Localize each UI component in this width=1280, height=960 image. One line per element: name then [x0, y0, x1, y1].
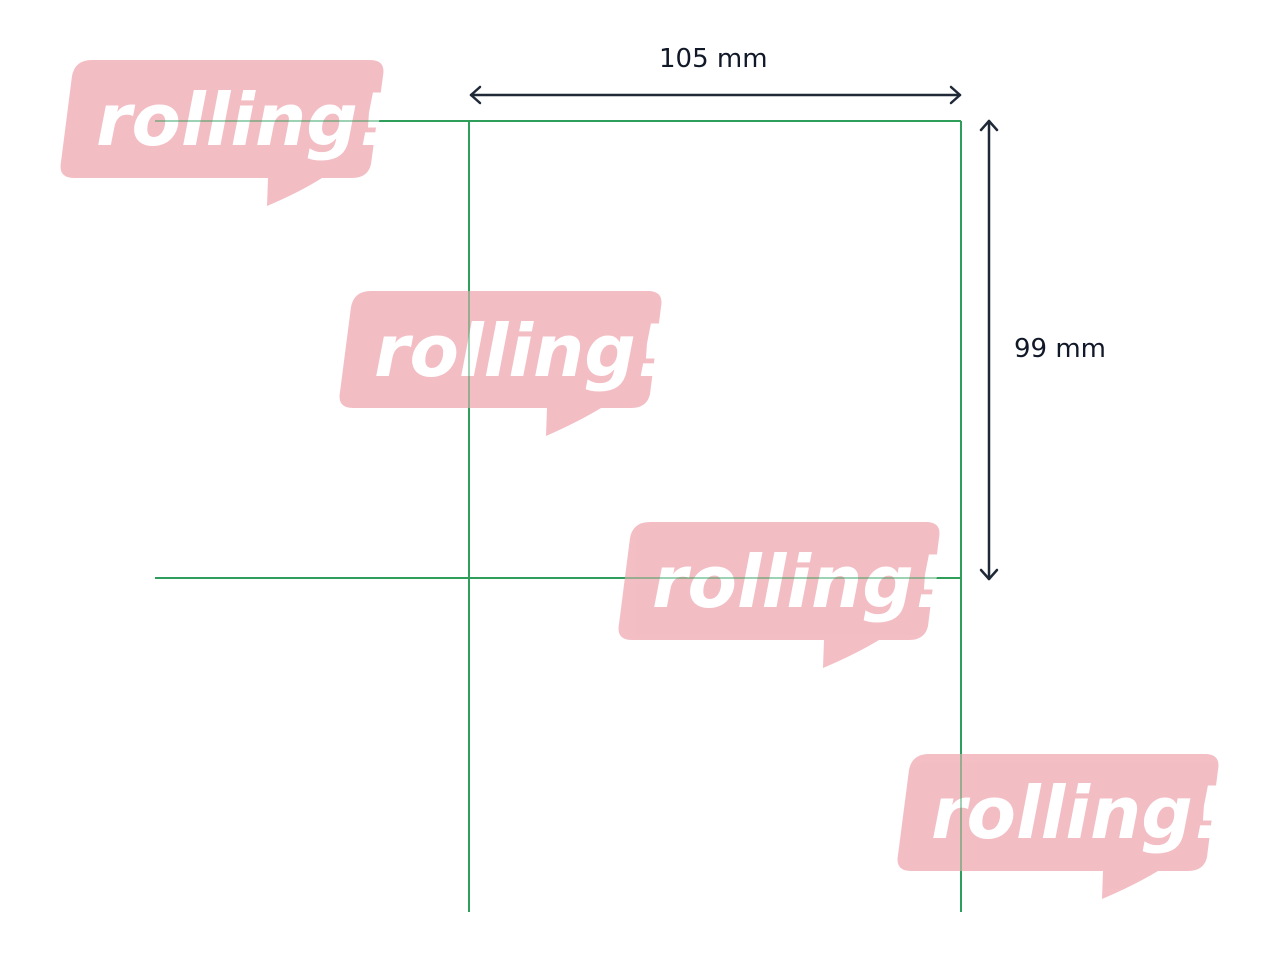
- height-dimension-arrow: [979, 119, 999, 581]
- width-dimension-arrow: [469, 85, 962, 105]
- watermark-bubble-icon: [618, 522, 940, 668]
- watermark-3: rolling!: [618, 522, 947, 668]
- watermark-text: rolling!: [652, 540, 947, 624]
- width-dimension-label: 105 mm: [659, 44, 768, 74]
- watermark-1: rolling!: [60, 60, 391, 206]
- watermark-bubble-icon: [60, 60, 384, 206]
- watermark-bubble-icon: [339, 291, 662, 436]
- watermark-2: rolling!: [339, 291, 669, 436]
- watermark-text: rolling!: [96, 78, 391, 162]
- watermark-text: rolling!: [374, 309, 669, 393]
- cut-lines: [155, 120, 962, 912]
- cut-lines-overlay: [155, 120, 962, 912]
- arrowhead-left-icon: [469, 85, 482, 105]
- arrowhead-up-icon: [979, 119, 999, 132]
- watermark-bubble-icon: [897, 754, 1219, 899]
- height-dimension-label: 99 mm: [1014, 334, 1107, 364]
- watermark-4: rolling!: [897, 754, 1226, 899]
- arrowhead-right-icon: [949, 85, 962, 105]
- arrowhead-down-icon: [979, 568, 999, 581]
- watermark-text: rolling!: [931, 771, 1226, 855]
